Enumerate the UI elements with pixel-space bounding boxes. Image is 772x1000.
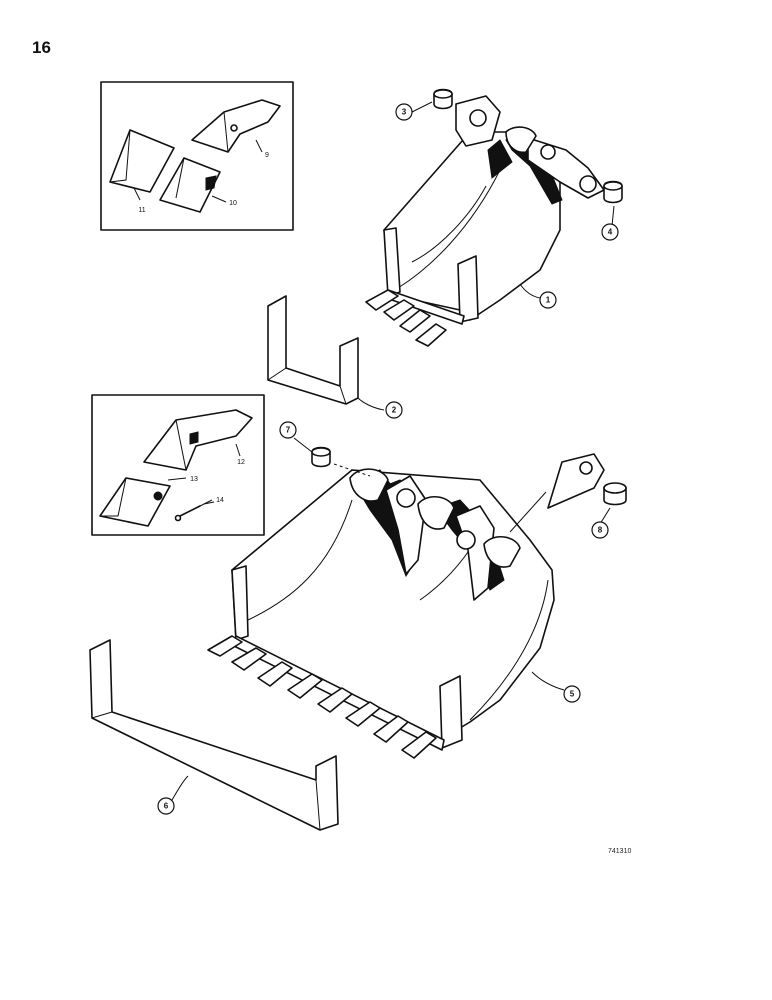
bushing-8 [603,482,627,506]
label-12: 12 [237,459,245,466]
tooth-10 [159,157,221,213]
callout-8: 8 [591,521,609,539]
svg-text:5: 5 [570,690,575,699]
svg-text:4: 4 [608,228,613,237]
inset-box-teeth-upper [100,81,294,231]
svg-text:1: 1 [546,296,551,305]
bushing-7 [311,446,331,468]
large-bucket [207,468,555,759]
page-number: 16 [32,38,51,57]
bushing-3 [433,88,453,110]
label-10: 10 [229,200,237,207]
leader-lines [171,101,615,801]
tooth-adapter-12 [143,409,253,471]
callout-6: 6 [157,797,175,815]
label-13: 13 [190,476,198,483]
pin-14 [174,499,213,522]
small-bucket [365,95,605,347]
tooth-11 [109,129,175,193]
svg-text:2: 2 [392,406,397,415]
tooth-adapter-9 [191,99,281,153]
svg-text:8: 8 [598,526,603,535]
svg-text:6: 6 [164,802,169,811]
drawing-id: 741310 [608,848,632,855]
inset-box-teeth-lower [91,394,265,536]
side-lug-plate [509,453,605,533]
side-cutter-small [267,295,359,405]
label-11: 11 [138,207,145,214]
bushing-4 [603,180,623,204]
callout-4: 4 [601,223,619,241]
callout-3: 3 [395,103,413,121]
callout-7: 7 [279,421,297,439]
side-cutter-large [89,639,339,831]
label-9: 9 [265,152,269,159]
label-14: 14 [216,497,224,504]
callout-2: 2 [385,401,403,419]
tooth-13 [99,477,171,527]
callout-1: 1 [539,291,557,309]
svg-text:7: 7 [286,426,291,435]
svg-text:3: 3 [402,108,407,117]
callout-5: 5 [563,685,581,703]
